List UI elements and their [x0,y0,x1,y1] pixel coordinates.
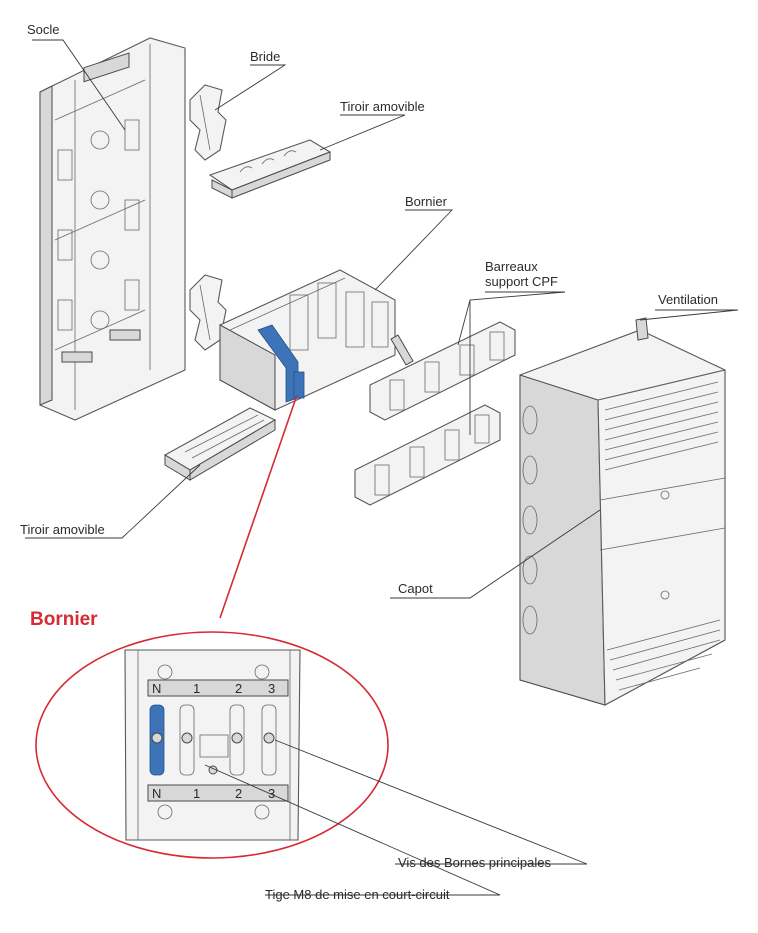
detail-screw-3 [263,732,275,744]
bride-part-lower [189,274,227,351]
label-capot: Capot [398,581,433,596]
detail-bottom-letter-1: 1 [193,786,200,801]
detail-bottom-letter-3: 3 [268,786,275,801]
bride-part-upper [189,84,227,161]
label-tige-m8: Tige M8 de mise en court-circuit [265,887,450,902]
label-barreaux-line1: Barreaux [485,259,538,274]
detail-top-letter-n: N [152,681,161,696]
ventilation-grille [604,381,719,471]
detail-bottom-letter-n: N [152,786,161,801]
detail-top-letter-1: 1 [193,681,200,696]
detail-connector-line [219,394,298,619]
bornier-detail-view: N 1 2 3 N 1 2 3 [124,649,301,841]
detail-bottom-letter-2: 2 [235,786,242,801]
capot-part [519,317,726,706]
detail-screw-2 [231,732,243,744]
socle-part [39,37,186,421]
label-bornier: Bornier [405,194,448,209]
label-ventilation: Ventilation [658,292,718,307]
tiroir-top-part [208,139,332,199]
tiroir-bottom-part [163,407,277,481]
barreaux-lower-part [354,404,501,506]
label-socle: Socle [27,22,60,37]
detail-ellipse [35,631,389,859]
detail-top-letter-2: 2 [235,681,242,696]
label-vis-bornes: Vis des Bornes principales [398,855,551,870]
barreaux-upper-part [369,321,516,421]
detail-screw-1 [181,732,193,744]
label-barreaux-line2: support CPF [485,274,558,289]
detail-title-bornier: Bornier [30,609,98,630]
label-tiroir-top: Tiroir amovible [340,99,425,114]
label-tiroir-bottom: Tiroir amovible [20,522,105,537]
label-bride: Bride [250,49,280,64]
bornier-part [219,269,396,411]
detail-screw-n [151,732,163,744]
detail-top-letter-3: 3 [268,681,275,696]
leader-lines [25,39,739,896]
